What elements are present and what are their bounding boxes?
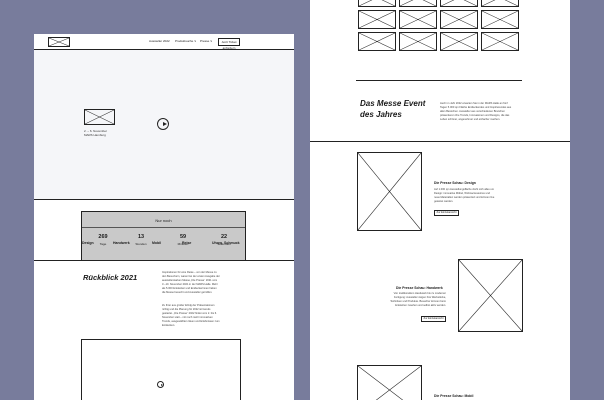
hero-logo-placeholder xyxy=(84,109,115,125)
gallery-image[interactable] xyxy=(481,32,519,51)
countdown-hours-label: Stunden xyxy=(135,242,147,246)
event-title-line-2: des Jahres xyxy=(360,110,402,119)
countdown-title: Nur noch xyxy=(155,218,172,223)
countdown-seconds: 22 Sekunden xyxy=(209,234,239,246)
handwerk-section-title: Die Presse Schau: Handwerk xyxy=(396,286,443,290)
design-section-text: Auf 1.000 qm Ausstellungsfläche dreht si… xyxy=(434,188,495,203)
image-gallery-grid xyxy=(358,0,520,51)
category-handwerk[interactable]: Handwerk xyxy=(113,241,130,245)
section-divider xyxy=(356,80,522,81)
logo-placeholder[interactable] xyxy=(48,37,70,47)
countdown-days-value: 269 xyxy=(98,234,108,240)
countdown-days-label: Tage xyxy=(99,242,107,246)
countdown-minutes: 59 Minuten xyxy=(168,234,198,246)
countdown-hours-value: 13 xyxy=(137,234,145,240)
design-details-button[interactable]: Zur Einzelansicht xyxy=(434,210,459,216)
gallery-image[interactable] xyxy=(358,32,396,51)
event-title-line-1: Das Messe Event xyxy=(360,99,426,108)
section-divider xyxy=(310,141,570,142)
category-uhren-schmuck[interactable]: Uhren, Schmuck xyxy=(212,241,240,245)
category-design[interactable]: Design xyxy=(82,241,94,245)
handwerk-section-text: Von traditionellem Handwerk bis zu moder… xyxy=(390,292,446,307)
rueckblick-text-2: Zu Ihrer aus großer Erfolg der Präsentat… xyxy=(162,304,220,327)
hero-section: 2. – 6. November MARS Hamburg xyxy=(34,50,294,200)
countdown-divider xyxy=(82,227,245,228)
handwerk-details-button[interactable]: Zur Einzelansicht xyxy=(421,316,446,322)
nav-link-produktsuche[interactable]: Produktsuche ∨ xyxy=(175,39,197,43)
top-navigation: Aussteller 2022 Produktsuche ∨ Presse ∨ … xyxy=(34,34,294,50)
countdown-box: Nur noch 269 Tage 13 Stunden 59 Minuten … xyxy=(81,211,246,261)
gallery-image[interactable] xyxy=(440,0,478,7)
event-description: Auch im Jahr 2022 erwarten Sie in der MA… xyxy=(440,102,512,121)
countdown-minutes-value: 59 xyxy=(179,234,187,240)
mobil-image-placeholder xyxy=(357,365,422,400)
play-icon[interactable] xyxy=(157,118,169,130)
category-reise[interactable]: Reise xyxy=(182,241,192,245)
homepage-wireframe-left: Aussteller 2022 Produktsuche ∨ Presse ∨ … xyxy=(34,34,294,400)
category-mobil[interactable]: Mobil xyxy=(152,241,162,245)
section-divider xyxy=(34,260,294,261)
gallery-image[interactable] xyxy=(358,10,396,29)
gallery-image[interactable] xyxy=(399,0,437,7)
countdown-hours: 13 Stunden xyxy=(126,234,156,246)
gallery-image[interactable] xyxy=(399,32,437,51)
mobil-section-title: Die Presse Schau: Mobil xyxy=(434,394,474,398)
hero-location: MARS Hamburg xyxy=(84,133,106,137)
design-image-placeholder xyxy=(357,152,422,231)
handwerk-image-placeholder xyxy=(458,259,523,332)
gallery-image[interactable] xyxy=(481,0,519,7)
countdown-days: 269 Tage xyxy=(88,234,118,246)
event-title: Das Messe Event des Jahres xyxy=(360,98,425,120)
ticket-button[interactable]: Jetzt Ticket anfordern xyxy=(218,37,240,50)
rueckblick-title: Rückblick 2021 xyxy=(83,273,138,282)
hero-date: 2. – 6. November xyxy=(84,129,108,133)
gallery-image[interactable] xyxy=(399,10,437,29)
nav-link-presse[interactable]: Presse ∨ xyxy=(200,39,213,43)
gallery-image[interactable] xyxy=(440,32,478,51)
video-placeholder[interactable] xyxy=(81,339,241,400)
countdown-minutes-label: Minuten xyxy=(177,242,189,246)
gallery-image[interactable] xyxy=(440,10,478,29)
nav-link-aussteller[interactable]: Aussteller 2022 xyxy=(149,39,170,43)
countdown-seconds-label: Sekunden xyxy=(217,242,231,246)
design-section-title: Die Presse Schau: Design xyxy=(434,181,476,185)
homepage-wireframe-right: Das Messe Event des Jahres Auch im Jahr … xyxy=(310,0,570,400)
video-play-icon[interactable] xyxy=(157,381,164,388)
countdown-seconds-value: 22 xyxy=(220,234,228,240)
rueckblick-text-1: Inspirationen für eine Reise – von der M… xyxy=(162,271,220,294)
gallery-image[interactable] xyxy=(481,10,519,29)
gallery-image[interactable] xyxy=(358,0,396,7)
